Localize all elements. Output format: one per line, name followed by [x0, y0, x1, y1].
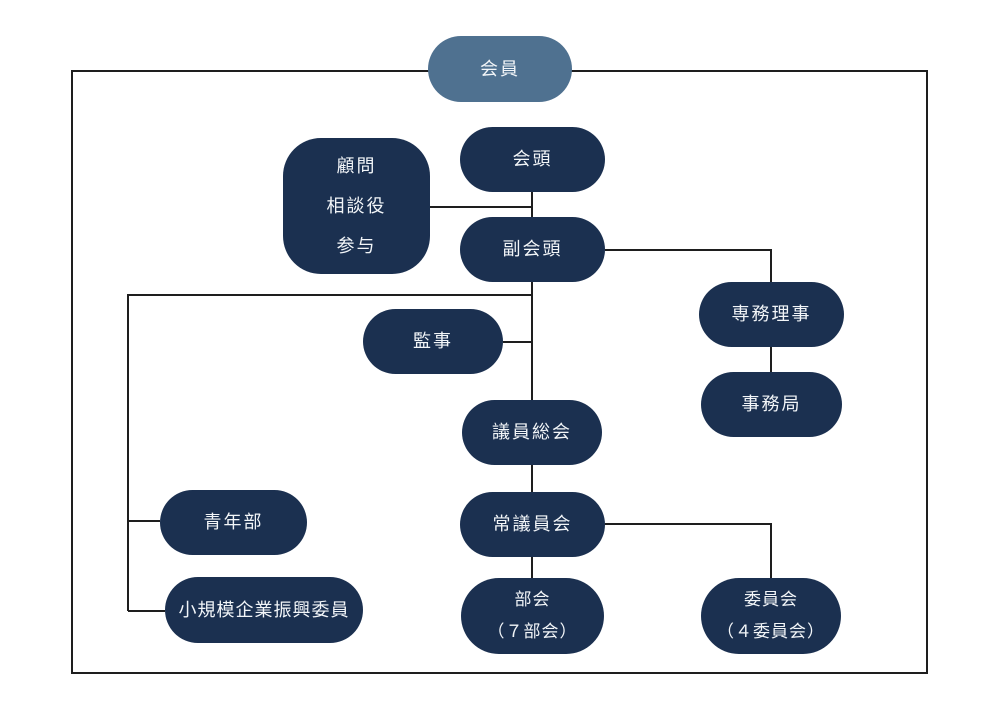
- org-node-youth-division-label: 青年部: [203, 512, 264, 533]
- org-node-assembly: 議員総会: [462, 400, 602, 465]
- org-node-president: 会頭: [460, 127, 605, 192]
- org-node-small-business-committee: 小規模企業振興委員: [165, 577, 363, 643]
- org-node-standing-council-label: 常議員会: [492, 514, 573, 535]
- org-node-advisors-label: 顧問 相談役 参与: [326, 156, 387, 256]
- org-node-small-business-committee-label: 小規模企業振興委員: [178, 599, 350, 620]
- org-node-auditor: 監事: [363, 309, 503, 374]
- org-node-vice-president: 副会頭: [460, 217, 605, 282]
- org-node-assembly-label: 議員総会: [492, 422, 572, 443]
- org-node-sections: 部会 （７部会）: [461, 578, 604, 654]
- org-node-advisors: 顧問 相談役 参与: [283, 138, 430, 274]
- org-node-executive-director: 専務理事: [699, 282, 844, 347]
- org-node-youth-division: 青年部: [160, 490, 307, 555]
- org-node-secretariat: 事務局: [701, 372, 842, 437]
- org-node-members-label: 会員: [480, 58, 520, 79]
- org-node-auditor-label: 監事: [413, 331, 453, 352]
- org-node-president-label: 会頭: [512, 149, 553, 170]
- org-node-members: 会員: [428, 36, 572, 102]
- org-node-committees-label: 委員会 （４委員会）: [717, 590, 825, 641]
- org-node-sections-label: 部会 （７部会）: [487, 590, 578, 641]
- org-node-executive-director-label: 専務理事: [731, 304, 812, 325]
- org-node-standing-council: 常議員会: [460, 492, 605, 557]
- org-node-committees: 委員会 （４委員会）: [701, 578, 841, 654]
- org-node-secretariat-label: 事務局: [741, 394, 802, 415]
- org-node-vice-president-label: 副会頭: [502, 239, 563, 260]
